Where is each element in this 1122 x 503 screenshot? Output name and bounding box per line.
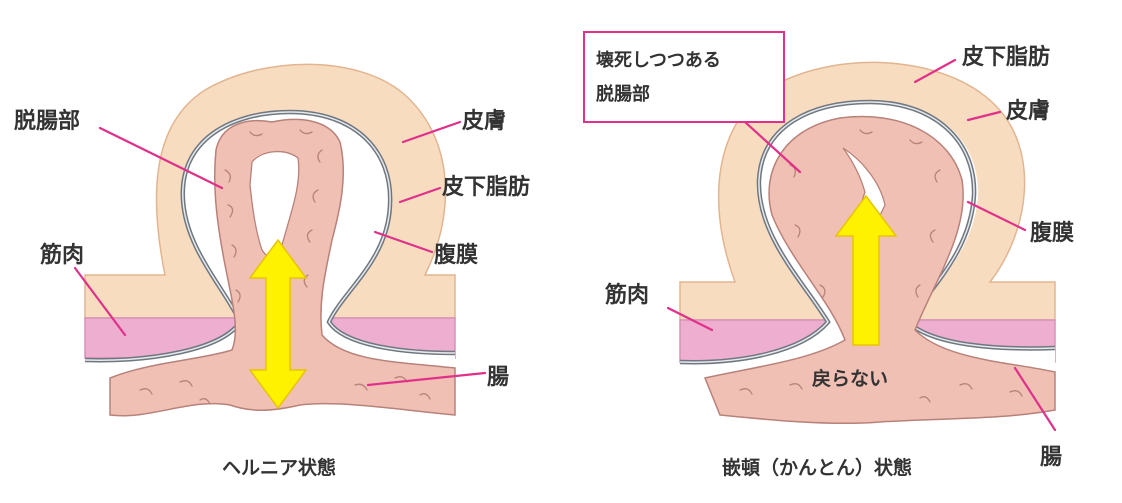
label-left-peritoneum: 腹膜 <box>434 242 478 268</box>
right-intestine <box>703 115 1056 425</box>
label-left-intestine: 腸 <box>487 365 509 390</box>
label-right-skin: 皮膚 <box>1006 98 1050 124</box>
left-leader-fat <box>398 186 442 204</box>
right-intestine-folds <box>739 129 1023 403</box>
left-leader-muscle <box>73 266 127 337</box>
label-left-skin: 皮膚 <box>462 108 506 134</box>
right-leader-peritoneum <box>966 200 1027 232</box>
caption-left-hernia-state: ヘルニア状態 <box>222 456 336 479</box>
left-leader-intestine <box>366 371 487 387</box>
left-intestine-folds <box>139 129 431 405</box>
necrotic-callout-box <box>583 31 785 123</box>
label-right-subcutaneous-fat: 皮下脂肪 <box>962 44 1050 70</box>
right-leader-fat <box>913 58 957 84</box>
right-leader-skin <box>966 110 1002 122</box>
up-arrow-icon <box>834 194 898 346</box>
label-left-prolapsed-intestine: 脱腸部 <box>14 108 80 134</box>
label-right-muscle: 筋肉 <box>604 282 649 308</box>
right-leader-intestine <box>1013 366 1057 432</box>
right-diagram-incarceration: 壊死しつつある 脱腸部 皮下脂肪 皮膚 腹膜 筋肉 腸 戻らない 嵌頓（かんとん… <box>583 31 1074 479</box>
left-leader-skin <box>401 120 462 144</box>
label-right-intestine: 腸 <box>1040 445 1062 470</box>
left-leader-peritoneum <box>373 230 434 254</box>
label-right-necrotic-line2: 脱腸部 <box>596 83 650 105</box>
label-right-peritoneum: 腹膜 <box>1030 220 1074 246</box>
right-leader-necrotic <box>743 120 802 174</box>
double-arrow-icon <box>248 238 308 410</box>
label-right-no-return: 戻らない <box>812 367 888 390</box>
left-diagram-hernia: 脱腸部 皮膚 皮下脂肪 筋肉 腹膜 腸 ヘルニア状態 <box>14 63 530 479</box>
label-left-subcutaneous-fat: 皮下脂肪 <box>442 174 530 200</box>
caption-right-incarceration-state: 嵌頓（かんとん）状態 <box>722 456 912 479</box>
left-leader-prolapsed <box>98 126 224 190</box>
right-leader-muscle <box>666 306 714 332</box>
label-left-muscle: 筋肉 <box>39 242 84 268</box>
label-right-necrotic-line1: 壊死しつつある <box>596 50 721 71</box>
